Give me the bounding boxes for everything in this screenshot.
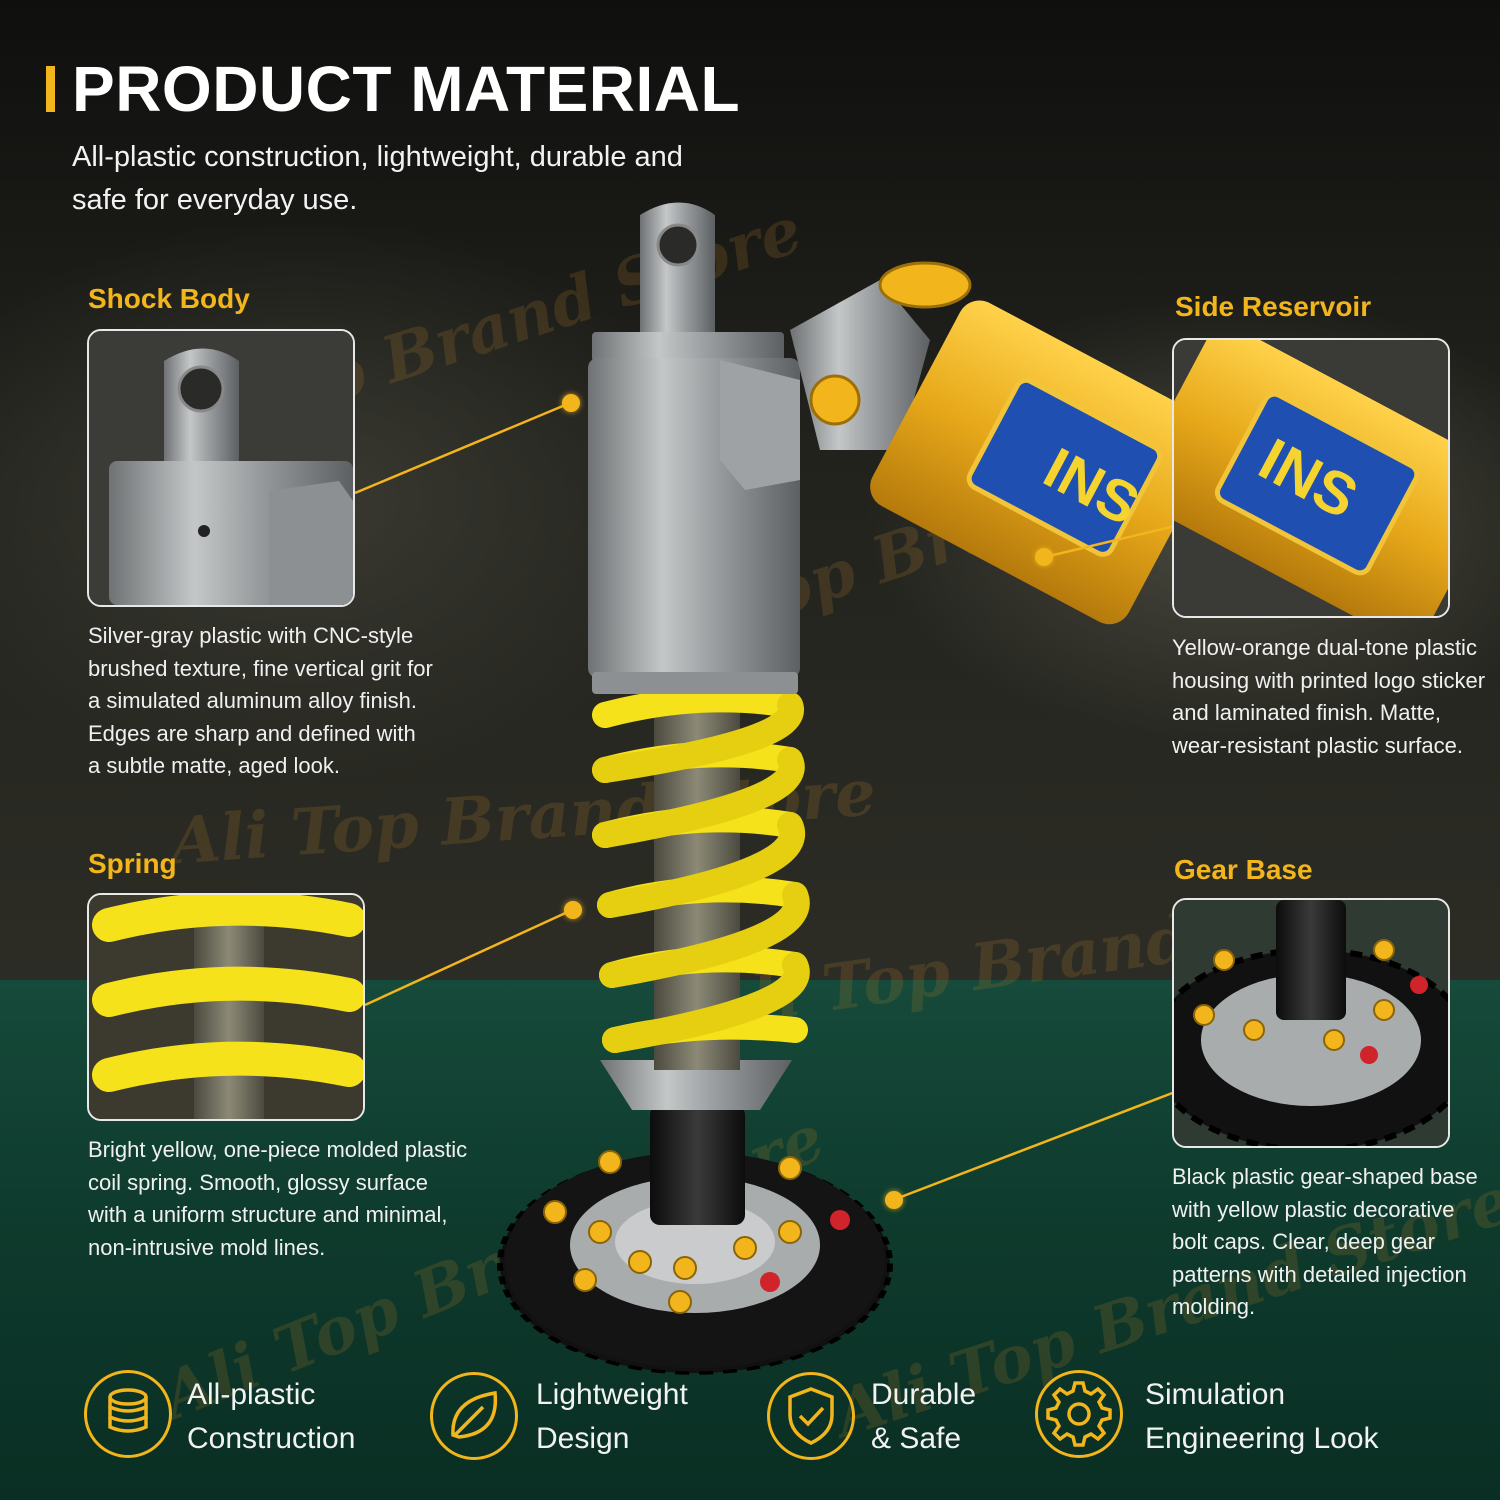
title-accent-bar xyxy=(46,66,55,112)
feature-label-durable: Durable& Safe xyxy=(871,1378,977,1455)
gear-base-thumbnail xyxy=(1172,898,1450,1148)
side-reservoir-thumbnail: INS xyxy=(1172,338,1450,618)
callout-dot-reservoir xyxy=(1035,548,1053,566)
shock-body xyxy=(588,202,930,694)
gear-icon xyxy=(1035,1370,1123,1458)
spring-thumbnail xyxy=(87,893,365,1121)
lower-mount xyxy=(650,1105,745,1225)
gear-base-description: Black plastic gear-shaped base with yell… xyxy=(1172,1164,1478,1319)
side-reservoir-heading: Side Reservoir xyxy=(1175,291,1372,322)
shock-body-description: Silver-gray plastic with CNC-style brush… xyxy=(88,623,433,778)
shock-body-thumbnail xyxy=(87,329,355,607)
callout-dot-spring xyxy=(564,901,582,919)
callout-dot-gear-base xyxy=(885,1191,903,1209)
reservoir-cap xyxy=(878,261,972,309)
leaf-icon xyxy=(430,1372,518,1460)
gear-base-heading: Gear Base xyxy=(1174,854,1313,885)
shield-check-icon xyxy=(767,1372,855,1460)
shock-body-heading: Shock Body xyxy=(88,283,250,314)
coil-spring xyxy=(592,686,810,1053)
spring-description: Bright yellow, one-piece molded plastic … xyxy=(88,1137,468,1260)
page-subtitle: All-plastic construction, lightweight, d… xyxy=(72,141,683,216)
callout-dot-shock-body xyxy=(562,394,580,412)
side-reservoir xyxy=(870,300,1219,625)
spring-heading: Spring xyxy=(88,848,177,879)
coins-stack-icon xyxy=(84,1370,172,1458)
page-title: PRODUCT MATERIAL xyxy=(72,53,741,125)
leader-lines xyxy=(354,401,1201,1202)
side-reservoir-description: Yellow-orange dual-tone plastic housing … xyxy=(1172,635,1486,758)
